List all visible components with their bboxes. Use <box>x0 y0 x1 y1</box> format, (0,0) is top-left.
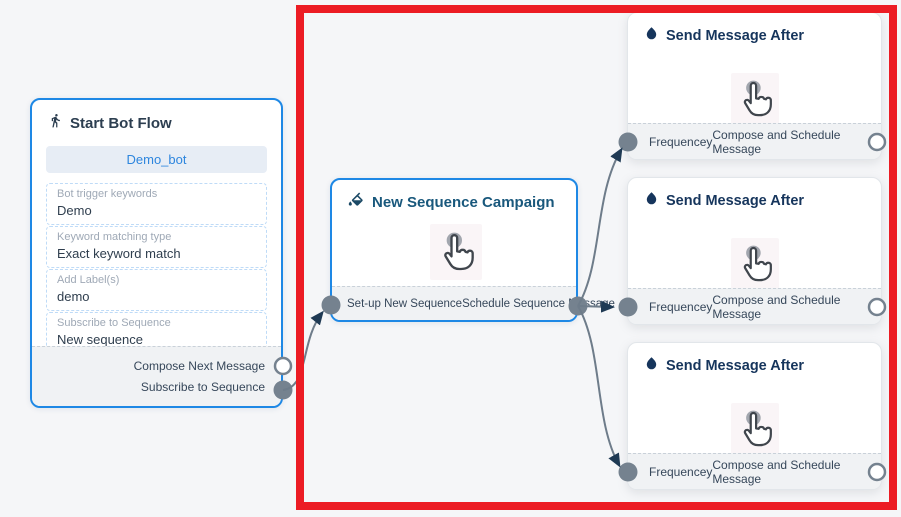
start-node-header: Start Bot Flow <box>32 100 281 142</box>
field-label: Subscribe to Sequence <box>57 317 171 329</box>
node-send-message-after-1[interactable]: Send Message After Frequencey Compose an… <box>627 12 882 160</box>
field-label: Add Label(s) <box>57 274 120 286</box>
field-label: Bot trigger keywords <box>57 188 158 200</box>
hand-cursor-icon[interactable] <box>731 73 779 125</box>
node-new-sequence-campaign[interactable]: New Sequence Campaign Set-up New Sequenc… <box>330 178 615 322</box>
output-compose-next-message-label: Compose Next Message <box>133 359 265 373</box>
field-value: New sequence <box>57 332 143 347</box>
hand-cursor-icon[interactable] <box>731 403 779 455</box>
frequency-input-label: Frequencey <box>649 299 713 314</box>
field-bot-trigger-keywords[interactable]: Bot trigger keywords Demo <box>46 183 267 225</box>
bot-name-button[interactable]: Demo_bot <box>46 146 267 173</box>
start-node-footer: Compose Next Message Subscribe to Sequen… <box>32 346 281 406</box>
node-send-message-after-2[interactable]: Send Message After Frequencey Compose an… <box>627 177 882 325</box>
output-subscribe-to-sequence-label: Subscribe to Sequence <box>140 380 265 394</box>
compose-schedule-output-label: Compose and Schedule Message <box>712 292 841 321</box>
edge-start-to-campaign <box>282 310 324 391</box>
node-start-bot-flow[interactable]: Start Bot Flow Demo_bot Bot trigger keyw… <box>30 98 283 408</box>
campaign-node-header: New Sequence Campaign <box>332 180 576 220</box>
paint-bucket-icon <box>348 192 365 212</box>
compose-schedule-output-label: Compose and Schedule Message <box>712 457 841 486</box>
field-keyword-matching-type[interactable]: Keyword matching type Exact keyword matc… <box>46 226 267 268</box>
frequency-input-label: Frequencey <box>649 464 713 479</box>
node-send-message-after-3[interactable]: Send Message After Frequencey Compose an… <box>627 342 882 490</box>
field-value: Demo <box>57 203 92 218</box>
hand-cursor-icon[interactable] <box>430 224 482 280</box>
edge-campaign-to-send-1 <box>577 147 623 307</box>
field-value: demo <box>57 289 90 304</box>
send-node-footer: Frequencey Compose and Schedule Message <box>628 453 881 489</box>
send-node-footer: Frequencey Compose and Schedule Message <box>628 123 881 159</box>
start-node-title: Start Bot Flow <box>70 114 172 132</box>
water-drop-icon <box>644 25 659 46</box>
field-label: Keyword matching type <box>57 231 172 243</box>
frequency-input-label: Frequencey <box>649 134 713 149</box>
hand-cursor-icon[interactable] <box>731 238 779 290</box>
walking-person-icon <box>48 112 63 134</box>
edge-campaign-to-send-3 <box>577 305 621 468</box>
field-add-labels[interactable]: Add Label(s) demo <box>46 269 267 311</box>
send-node-header: Send Message After <box>628 13 881 54</box>
water-drop-icon <box>644 355 659 376</box>
send-node-title: Send Message After <box>666 192 805 209</box>
campaign-node-title: New Sequence Campaign <box>372 193 555 211</box>
field-value: Exact keyword match <box>57 246 181 261</box>
schedule-sequence-message-label: Schedule Sequence Message <box>462 297 615 310</box>
setup-new-sequence-label: Set-up New Sequence <box>347 297 463 310</box>
send-node-header: Send Message After <box>628 178 881 219</box>
send-node-title: Send Message After <box>666 27 805 44</box>
start-node-fields: Bot trigger keywords Demo Keyword matchi… <box>46 183 267 354</box>
water-drop-icon <box>644 190 659 211</box>
compose-schedule-output-label: Compose and Schedule Message <box>712 127 841 156</box>
send-node-header: Send Message After <box>628 343 881 384</box>
send-node-title: Send Message After <box>666 357 805 374</box>
campaign-node-footer: Set-up New Sequence Schedule Sequence Me… <box>332 286 615 320</box>
send-node-footer: Frequencey Compose and Schedule Message <box>628 288 881 324</box>
